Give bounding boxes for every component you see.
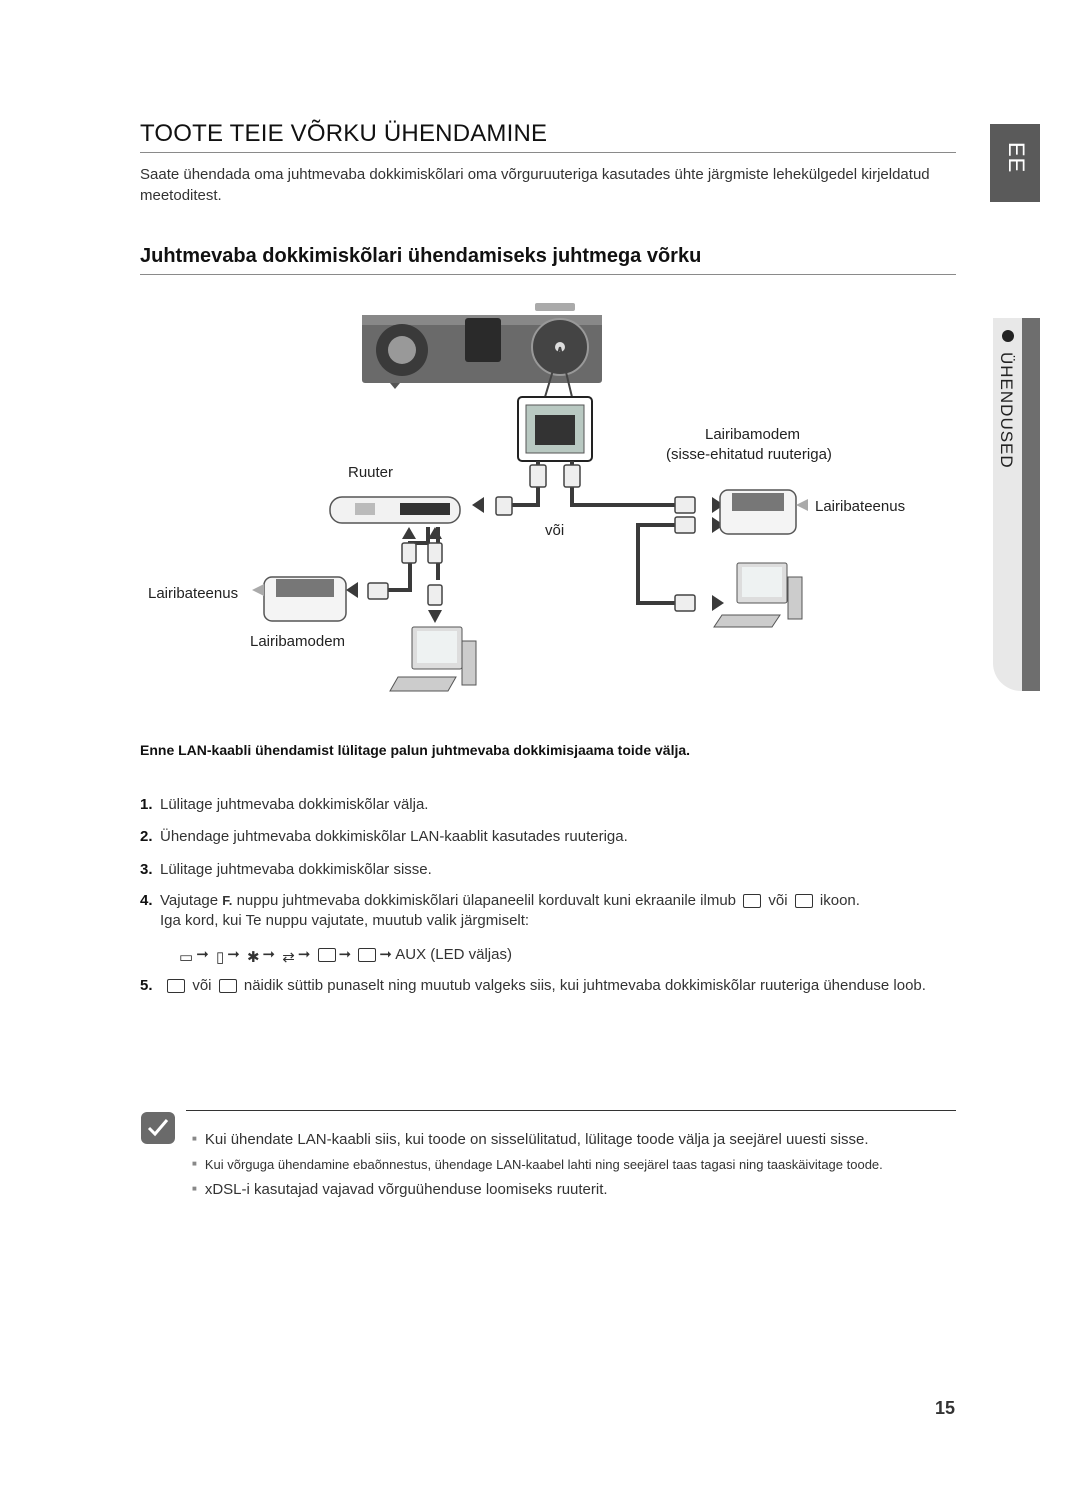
language-tab: EE — [990, 124, 1040, 202]
mode-sequence-end: AUX (LED väljas) — [395, 946, 512, 963]
modem-right-illustration — [719, 489, 808, 535]
step-2-num: 2. — [140, 828, 153, 845]
section-tab: ÜHENDUSED — [993, 318, 1040, 691]
computer-left-illustration — [389, 626, 477, 692]
language-tab-label: EE — [1004, 142, 1029, 174]
note-item: Kui võrguga ühendamine ebaõnnestus, ühen… — [192, 1157, 883, 1172]
step-3: 3. Lülitage juhtmevaba dokkimiskõlar siss… — [140, 861, 432, 878]
mode-sequence: ▭➞ ▯➞ ✱➞ ⇄➞ ➞ ➞ AUX (LED väljas) — [179, 946, 512, 966]
dlna-icon — [218, 979, 237, 993]
step-4-text-a: Vajutage — [160, 892, 219, 909]
label-or: või — [545, 522, 565, 539]
section-subtitle: Juhtmevaba dokkimiskõlari ühendamiseks j… — [140, 245, 702, 267]
airplay-icon — [317, 948, 336, 962]
note-item: Kui ühendate LAN-kaabli siis, kui toode … — [192, 1131, 869, 1148]
usb-icon: ⇄ — [282, 949, 295, 966]
dock-speaker-illustration — [362, 303, 602, 389]
intro-text: Saate ühendada oma juhtmevaba dokkimiskõ… — [140, 166, 930, 204]
router-illustration — [329, 496, 461, 524]
bluetooth-icon: ✱ — [246, 949, 260, 966]
label-modem-left: Lairibamodem — [250, 633, 346, 650]
section-tab-label: ÜHENDUSED — [997, 352, 1016, 469]
note-item: xDSL-i kasutajad vajavad võrguühenduse l… — [192, 1181, 608, 1198]
step-3-num: 3. — [140, 861, 153, 878]
step-1: 1. Lülitage juhtmevaba dokkimiskõlar välj… — [140, 796, 428, 813]
step-5-or: või — [192, 977, 212, 994]
cable-plugs — [367, 464, 696, 612]
note-icon — [141, 1112, 175, 1144]
step-4-or: või — [768, 892, 788, 909]
step-4-line2: Iga kord, kui Te nuppu vajutate, muutub … — [160, 912, 530, 929]
label-modem-router-1: Lairibamodem — [705, 426, 801, 443]
network-diagram — [252, 303, 808, 692]
note-rule — [186, 1110, 956, 1111]
computer-right-illustration — [713, 562, 803, 628]
step-5-text: näidik süttib punaselt ning muutub valge… — [243, 977, 926, 994]
step-5-num: 5. — [140, 977, 153, 994]
modem-left-illustration — [252, 576, 347, 622]
section-tab-dot — [1002, 330, 1014, 342]
page-number: 15 — [935, 1398, 956, 1418]
title-rule — [140, 152, 956, 153]
step-2-text: Ühendage juhtmevaba dokkimiskõlar LAN-ka… — [160, 828, 628, 845]
dlna-icon — [794, 894, 813, 908]
section-tab-bar — [1022, 318, 1040, 691]
phone-icon: ▯ — [215, 949, 225, 966]
tv-icon: ▭ — [179, 949, 194, 966]
dlna-icon — [358, 948, 377, 962]
step-4-text-b: nuppu juhtmevaba dokkimiskõlari ülapanee… — [236, 892, 737, 909]
label-service-left: Lairibateenus — [148, 585, 239, 602]
step-3-text: Lülitage juhtmevaba dokkimiskõlar sisse. — [160, 861, 432, 878]
step-4-num: 4. — [140, 892, 153, 909]
arrows — [346, 497, 724, 623]
function-button-label: F. — [222, 893, 233, 908]
step-5: 5. või näidik süttib punaselt ning muutu… — [140, 977, 926, 994]
label-modem-router-2: (sisse-ehitatud ruuteriga) — [666, 446, 832, 463]
label-router: Ruuter — [348, 464, 394, 481]
step-2: 2. Ühendage juhtmevaba dokkimiskõlar LAN-… — [140, 828, 628, 845]
subtitle-rule — [140, 274, 956, 275]
warning-text: Enne LAN-kaabli ühendamist lülitage palu… — [140, 742, 691, 758]
label-service-right: Lairibateenus — [815, 498, 906, 515]
step-4-text-c: ikoon. — [819, 892, 860, 909]
lan-port-zoom — [517, 346, 593, 462]
step-1-text: Lülitage juhtmevaba dokkimiskõlar välja. — [160, 796, 429, 813]
page-title: TOOTE TEIE VÕRKU ÜHENDAMINE — [140, 120, 548, 147]
airplay-icon — [167, 979, 186, 993]
airplay-icon — [743, 894, 762, 908]
step-4: 4. Vajutage F. nuppu juhtmevaba dokkimisk… — [140, 892, 860, 909]
step-1-num: 1. — [140, 796, 153, 813]
